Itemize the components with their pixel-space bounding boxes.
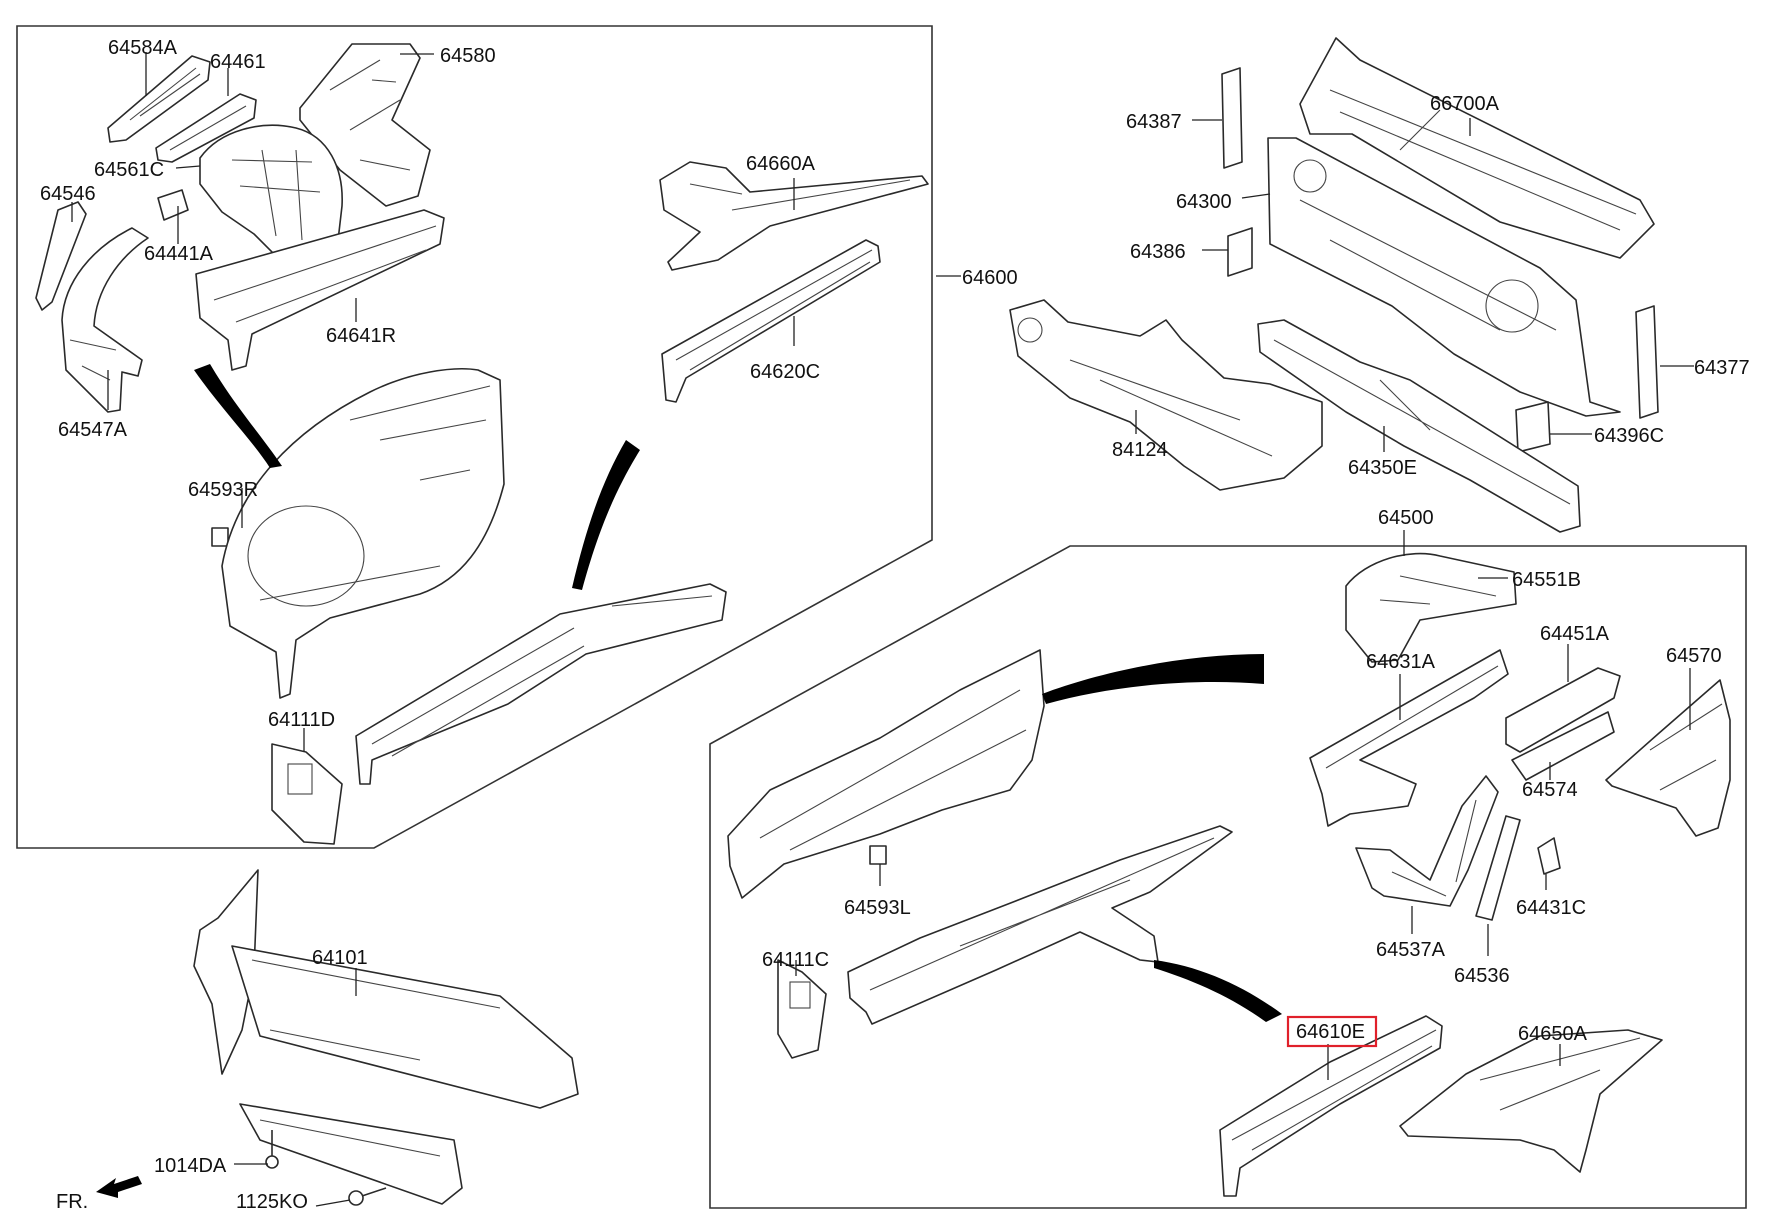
label-64500: 64500 [1378, 507, 1434, 529]
callout-pointer-apron [194, 364, 282, 468]
part-64584A-drawing [107, 55, 211, 143]
part-64461-drawing [155, 93, 257, 163]
side-member-lower-assembly-drawing [847, 825, 1233, 1025]
part-64396C-drawing [1515, 401, 1551, 453]
bolt-1014DA-drawing [265, 1130, 279, 1169]
leader-lines [71, 52, 1694, 1207]
callout-pointer-lower-member [1154, 960, 1282, 1022]
label-64386: 64386 [1130, 241, 1186, 263]
highlight-box-64610E [1286, 1015, 1378, 1048]
label-64377: 64377 [1694, 357, 1750, 379]
part-64536-drawing [1475, 815, 1521, 921]
front-side-member-assembly-drawing [355, 583, 727, 785]
label-64350E: 64350E [1348, 457, 1417, 479]
label-64660A: 64660A [746, 153, 816, 175]
label-1125KO: 1125KO [236, 1191, 308, 1211]
part-64101-drawing [193, 869, 579, 1205]
part-64431C-drawing [1537, 837, 1561, 875]
label-64300: 64300 [1176, 191, 1232, 213]
group-frame-64600 [16, 25, 933, 849]
label-64580: 64580 [440, 45, 496, 67]
part-64546-drawing [35, 201, 87, 311]
part-labels: 64584A 64461 64580 64561C 64546 64441A 6… [40, 37, 1750, 1211]
label-64536: 64536 [1454, 965, 1510, 987]
label-64641R: 64641R [326, 325, 396, 347]
front-direction-label: FR. [56, 1191, 88, 1211]
label-64650A: 64650A [1518, 1023, 1588, 1045]
label-64537A: 64537A [1376, 939, 1446, 961]
label-64547A: 64547A [58, 419, 128, 441]
label-64396C: 64396C [1594, 425, 1664, 447]
label-64111C: 64111C [762, 949, 829, 971]
label-64574: 64574 [1522, 779, 1578, 801]
label-64584A: 64584A [108, 37, 178, 59]
part-64111C-drawing [777, 959, 827, 1059]
part-64386-drawing [1227, 227, 1253, 277]
label-64620C: 64620C [750, 361, 820, 383]
callout-pointer-side-member [572, 440, 640, 590]
part-64610E-drawing [1219, 1015, 1443, 1197]
part-64547A-drawing [61, 227, 149, 413]
part-64451A-drawing [1505, 667, 1621, 753]
front-direction-arrow-icon [96, 1176, 142, 1198]
part-64441A-drawing [157, 189, 189, 221]
label-64461: 64461 [210, 51, 266, 73]
part-64377-drawing [1635, 305, 1659, 419]
label-64431C: 64431C [1516, 897, 1586, 919]
part-64537A-drawing [1355, 775, 1499, 907]
part-64387-drawing [1221, 67, 1243, 169]
front-side-member-assembly-lower-drawing [727, 649, 1045, 899]
part-64631A-drawing [1309, 649, 1509, 827]
part-64111D-drawing [271, 743, 343, 845]
label-64111D: 64111D [268, 709, 335, 731]
part-64660A-drawing [659, 161, 929, 271]
part-64350E-drawing [1257, 319, 1581, 533]
part-64593R-drawing [211, 527, 229, 547]
label-64551B: 64551B [1512, 569, 1581, 591]
part-64593L-drawing [869, 845, 887, 865]
part-64620C-drawing [661, 239, 881, 403]
bolt-1125KO-drawing [348, 1187, 387, 1206]
part-66700A-drawing [1299, 37, 1655, 259]
label-64570: 64570 [1666, 645, 1722, 667]
label-64631A: 64631A [1366, 651, 1436, 673]
callout-pointer-lower-apron [1042, 654, 1264, 704]
part-64574-drawing [1511, 711, 1615, 781]
label-64610E: 64610E [1296, 1021, 1365, 1043]
label-64101: 64101 [312, 947, 368, 969]
label-64600: 64600 [962, 267, 1018, 289]
group-frame-64500 [709, 545, 1747, 1209]
label-64561C: 64561C [94, 159, 164, 181]
label-64441A: 64441A [144, 243, 214, 265]
label-64387: 64387 [1126, 111, 1182, 133]
part-64650A-drawing [1399, 1029, 1663, 1173]
part-64570-drawing [1605, 679, 1731, 837]
part-84124-drawing [1009, 299, 1323, 491]
part-64641R-drawing [195, 209, 445, 371]
label-64593R: 64593R [188, 479, 258, 501]
label-84124: 84124 [1112, 439, 1168, 461]
part-64551B-drawing [1345, 552, 1517, 663]
label-64593L: 64593L [844, 897, 911, 919]
label-66700A: 66700A [1430, 93, 1500, 115]
label-1014DA: 1014DA [154, 1155, 227, 1177]
front-apron-assembly-drawing [221, 368, 505, 699]
label-64546: 64546 [40, 183, 96, 205]
part-64300-drawing [1267, 137, 1621, 417]
label-64451A: 64451A [1540, 623, 1610, 645]
